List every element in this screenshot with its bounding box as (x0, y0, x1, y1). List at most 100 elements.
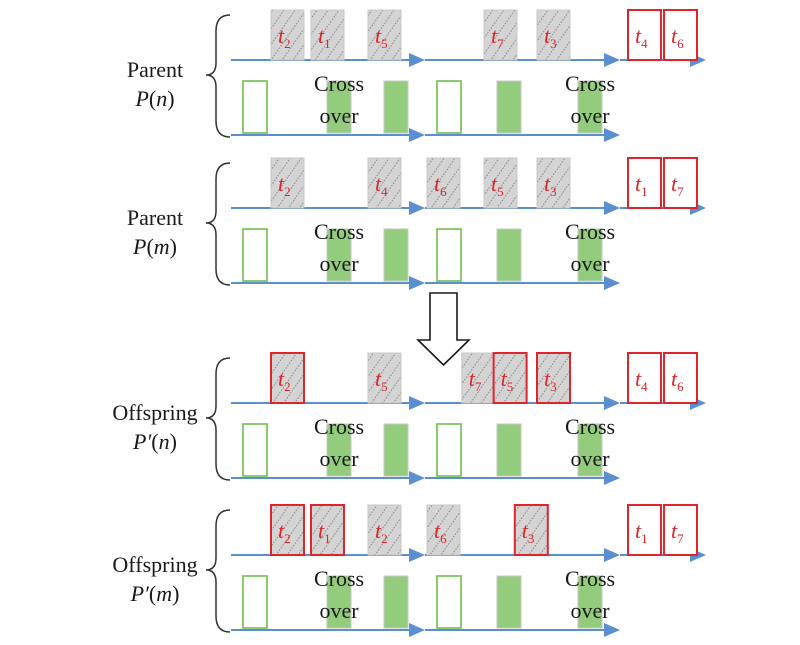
task-subscript: 1 (324, 531, 331, 546)
task-axis-segment-1-arrowhead-icon (409, 53, 425, 67)
crossover-label-line2: over (319, 446, 359, 471)
curly-brace (205, 509, 231, 633)
task-label: t5 (501, 366, 514, 394)
gene-axis-segment-1-arrowhead-icon (409, 128, 425, 142)
task-variable: t (375, 366, 382, 391)
gene-block-empty (436, 575, 462, 629)
gene-axis-segment-1-arrowhead-icon (409, 623, 425, 637)
gene-block-empty (436, 423, 462, 477)
task-label: t3 (544, 171, 557, 199)
row-label-symbol: P′(n) (132, 429, 177, 454)
unassigned-task-block: t1 (627, 504, 662, 556)
row-label-title: Parent (127, 57, 183, 82)
gene-block-empty (436, 80, 462, 134)
task-block-hatched (367, 9, 402, 61)
task-variable: t (671, 23, 678, 48)
task-block: t5 (492, 352, 528, 404)
task-block-highlight (513, 504, 549, 556)
crossover-label-line1: Cross (314, 71, 364, 96)
transition-arrow (416, 292, 471, 367)
task-block-hatched (426, 157, 461, 209)
crossover-label-line2: over (570, 251, 610, 276)
task-subscript: 7 (497, 36, 504, 51)
task-block-empty (664, 10, 697, 60)
crossover-label-line1: Cross (314, 566, 364, 591)
task-label: t2 (278, 171, 291, 199)
gene-axis-segment-1-arrowhead-icon (409, 471, 425, 485)
crossover-label-line1: Cross (565, 71, 615, 96)
symbol-name: P′ (130, 581, 150, 606)
task-axis-segment-2-arrowhead-icon (604, 548, 620, 562)
task-variable: t (671, 171, 678, 196)
task-subscript: 7 (677, 184, 684, 199)
task-block-empty (628, 353, 661, 403)
task-block-hatched (461, 352, 496, 404)
gene-block-empty (242, 228, 268, 282)
task-block-highlight (663, 157, 698, 209)
task-block-highlight (627, 352, 662, 404)
task-label: t4 (635, 366, 648, 394)
crossover-label-line1: Cross (565, 219, 615, 244)
task-block: t3 (536, 352, 571, 404)
task-subscript: 7 (475, 379, 482, 394)
crossover-label-line2: over (570, 598, 610, 623)
task-variable: t (544, 23, 551, 48)
task-axis-segment-1-arrowhead-icon (409, 396, 425, 410)
task-variable: t (501, 366, 508, 391)
gene-block-empty (242, 80, 268, 134)
task-block: t7 (461, 352, 496, 404)
task-block: t2 (367, 504, 402, 556)
task-block-empty (664, 353, 697, 403)
task-variable: t (278, 518, 285, 543)
task-variable: t (491, 171, 498, 196)
task-block-highlight (627, 504, 662, 556)
curly-brace (205, 162, 231, 286)
task-subscript: 3 (550, 184, 557, 199)
task-variable: t (522, 518, 529, 543)
task-subscript: 3 (528, 531, 535, 546)
gene-block-filled (383, 423, 409, 477)
task-variable: t (318, 518, 325, 543)
row-label-title: Offspring (112, 552, 197, 577)
task-label: t3 (544, 23, 557, 51)
gene-axis-segment-2-arrowhead-icon (604, 471, 620, 485)
crossover-label-line1: Cross (565, 566, 615, 591)
gene-block-filled (326, 575, 352, 629)
task-label: t1 (318, 518, 331, 546)
task-block: t2 (270, 352, 305, 404)
task-subscript: 6 (440, 184, 447, 199)
task-block-highlight (270, 504, 305, 556)
task-block: t2 (270, 504, 305, 556)
task-variable: t (544, 366, 551, 391)
unassigned-task-block: t6 (663, 9, 698, 61)
task-block-hatched (310, 9, 345, 61)
unassigned-task-block: t4 (627, 352, 662, 404)
task-subscript: 2 (284, 531, 291, 546)
task-variable: t (544, 171, 551, 196)
task-label: t3 (544, 366, 557, 394)
task-block-empty (664, 158, 697, 208)
symbol-argument: (n) (149, 86, 175, 111)
task-block-highlight (310, 504, 345, 556)
task-block-empty (628, 158, 661, 208)
gene-block-filled (383, 228, 409, 282)
task-variable: t (434, 171, 441, 196)
gene-axis-segment-1-arrowhead-icon (409, 276, 425, 290)
task-subscript: 4 (641, 379, 648, 394)
task-block: t2 (270, 157, 305, 209)
task-label: t1 (318, 23, 331, 51)
task-variable: t (278, 23, 285, 48)
task-block-highlight (536, 352, 571, 404)
task-variable: t (375, 23, 382, 48)
task-block: t7 (483, 9, 518, 61)
symbol-argument: (m) (146, 234, 177, 259)
task-block-highlight (663, 352, 698, 404)
task-block-empty (664, 505, 697, 555)
task-block: t5 (367, 352, 402, 404)
gene-block-filled (496, 575, 522, 629)
task-label: t6 (434, 518, 447, 546)
task-subscript: 2 (284, 36, 291, 51)
